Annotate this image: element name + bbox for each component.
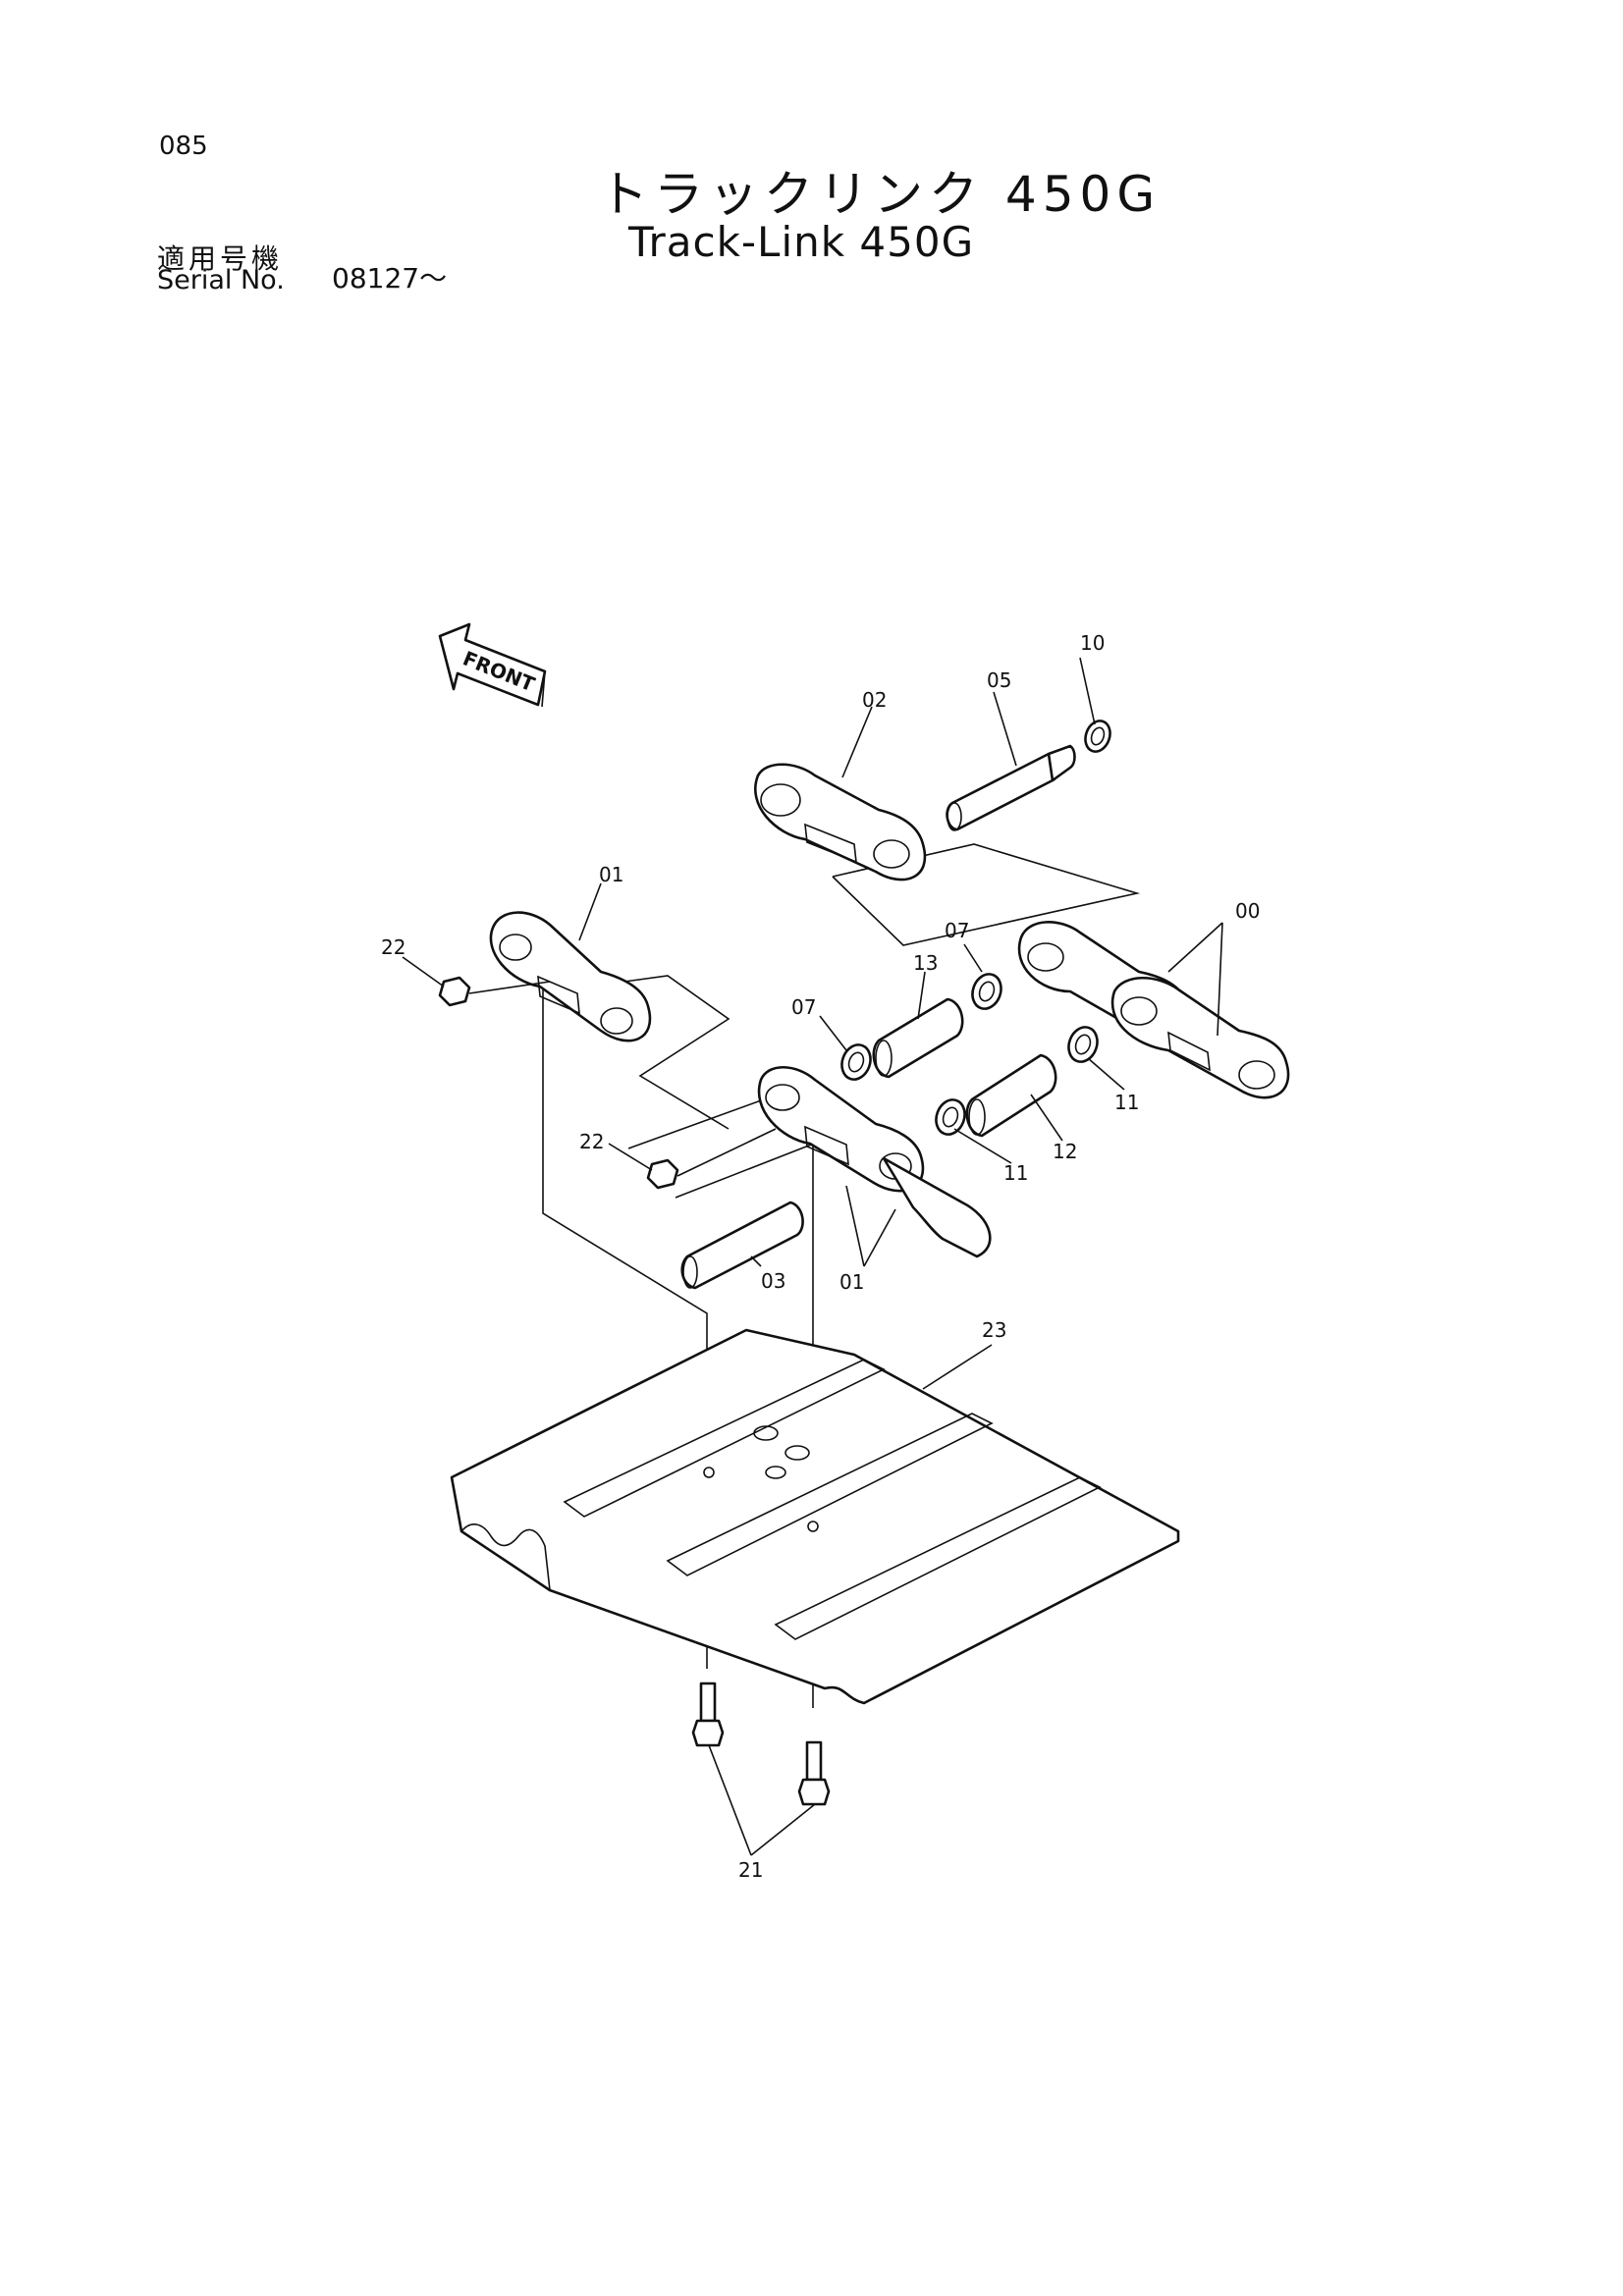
callout-10: 10 xyxy=(1080,631,1105,655)
nut-part-22-lower xyxy=(646,1158,679,1190)
bolt-part-21-right xyxy=(797,1740,831,1806)
callout-23: 23 xyxy=(982,1318,1006,1342)
callout-21: 21 xyxy=(738,1858,763,1882)
bushing-part-12 xyxy=(965,1053,1057,1138)
serial-label-english: Serial No. xyxy=(157,265,285,295)
track-shoe-part-23 xyxy=(450,1328,1180,1705)
page-title-english: Track-Link 450G xyxy=(628,218,975,266)
callout-01-lower: 01 xyxy=(839,1270,864,1294)
seal-part-11-left xyxy=(935,1098,966,1136)
nut-part-22-upper xyxy=(438,976,471,1007)
callout-02: 02 xyxy=(862,688,887,712)
seal-part-11-right xyxy=(1067,1026,1099,1063)
front-arrow-icon: FRONT xyxy=(438,622,547,708)
callout-05: 05 xyxy=(987,668,1011,692)
seal-part-07-right xyxy=(971,973,1002,1010)
page-title-japanese: トラックリンク 450G xyxy=(599,166,1162,223)
pin-part-05 xyxy=(946,744,1076,831)
callout-03: 03 xyxy=(761,1269,785,1293)
seal-part-07-left xyxy=(840,1043,872,1081)
serial-label-japanese: 適用号機 xyxy=(157,242,284,275)
serial-number-value: 08127～ xyxy=(332,262,448,294)
callout-00: 00 xyxy=(1235,899,1260,923)
callout-11-left: 11 xyxy=(1003,1161,1028,1185)
callout-07-left: 07 xyxy=(791,995,816,1019)
callout-22-upper: 22 xyxy=(381,935,406,959)
callout-12: 12 xyxy=(1053,1140,1077,1163)
ring-part-10 xyxy=(1084,720,1111,753)
callout-11-right: 11 xyxy=(1114,1091,1139,1114)
bolt-part-21-left xyxy=(691,1682,725,1747)
callout-01-upper: 01 xyxy=(599,863,623,886)
page-number: 085 xyxy=(159,132,208,161)
link-part-01-lower xyxy=(757,1066,992,1258)
link-part-02 xyxy=(754,763,927,881)
callout-13: 13 xyxy=(913,951,938,975)
callout-leader-lines xyxy=(402,657,1223,1856)
callout-22-lower: 22 xyxy=(579,1130,604,1153)
bushing-part-13 xyxy=(872,997,964,1079)
pin-part-03 xyxy=(680,1201,804,1290)
link-part-01-left xyxy=(489,911,652,1042)
callout-07-right: 07 xyxy=(945,919,969,942)
link-part-00 xyxy=(1017,921,1290,1099)
